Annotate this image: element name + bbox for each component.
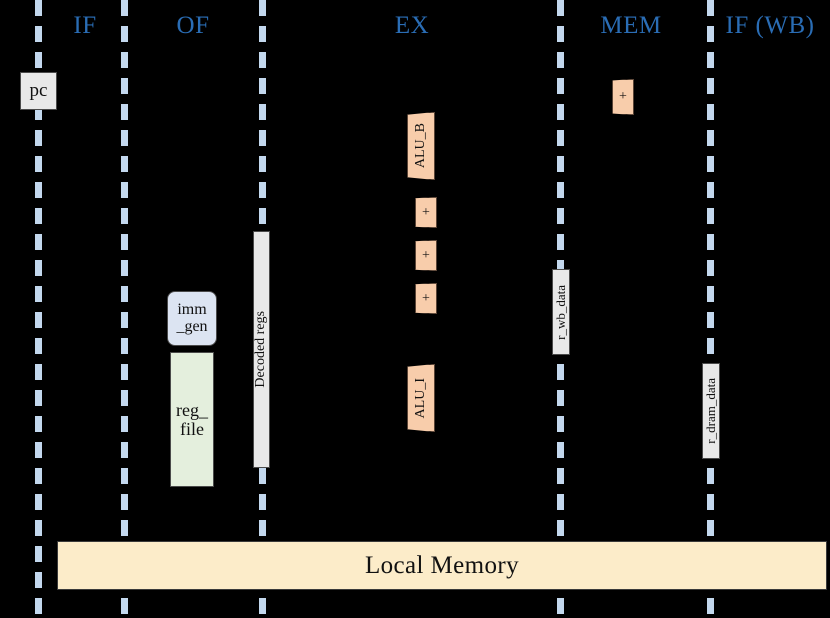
stage-header-ex: EX — [394, 12, 430, 39]
r-wb-data-register-label: r_wb_data — [553, 284, 569, 340]
stage-header-if: IF — [73, 12, 97, 39]
adder-mem-1: + — [612, 79, 634, 115]
adder-mem-1-label: + — [619, 89, 627, 104]
r-wb-data-register: r_wb_data — [552, 269, 570, 355]
r-dram-data-register: r_dram_data — [702, 363, 720, 459]
imm-gen-unit-label: imm _gen — [176, 300, 208, 335]
local-memory-label: Local Memory — [364, 551, 520, 579]
r-dram-data-register-label: r_dram_data — [703, 378, 719, 444]
alu-b-unit: ALU_B — [407, 112, 435, 180]
stage-header-if-wb: IF (WB) — [725, 12, 815, 39]
adder-ex-2-label: + — [422, 247, 430, 263]
divider-2 — [121, 0, 128, 618]
stage-header-mem: MEM — [600, 12, 662, 39]
alu-i-unit: ALU_I — [407, 364, 435, 432]
imm-gen-unit: imm _gen — [167, 291, 217, 346]
divider-1 — [35, 0, 42, 618]
pc-register-label: pc — [29, 80, 48, 102]
decoded-regs: Decoded regs — [253, 231, 270, 468]
stage-header-of: OF — [176, 12, 210, 39]
reg-file-label: reg_ file — [176, 399, 208, 439]
alu-i-unit-label: ALU_I — [413, 377, 428, 419]
divider-5 — [707, 0, 714, 618]
adder-ex-3-label: + — [422, 290, 430, 306]
adder-ex-1-label: + — [422, 204, 430, 220]
adder-ex-3: + — [415, 283, 437, 314]
decoded-regs-label: Decoded regs — [253, 311, 269, 388]
adder-ex-1: + — [415, 197, 437, 228]
adder-ex-2: + — [415, 240, 437, 271]
local-memory: Local Memory — [57, 541, 827, 590]
alu-b-unit-label: ALU_B — [413, 123, 428, 169]
pc-register: pc — [20, 72, 57, 110]
reg-file: reg_ file — [170, 352, 214, 487]
